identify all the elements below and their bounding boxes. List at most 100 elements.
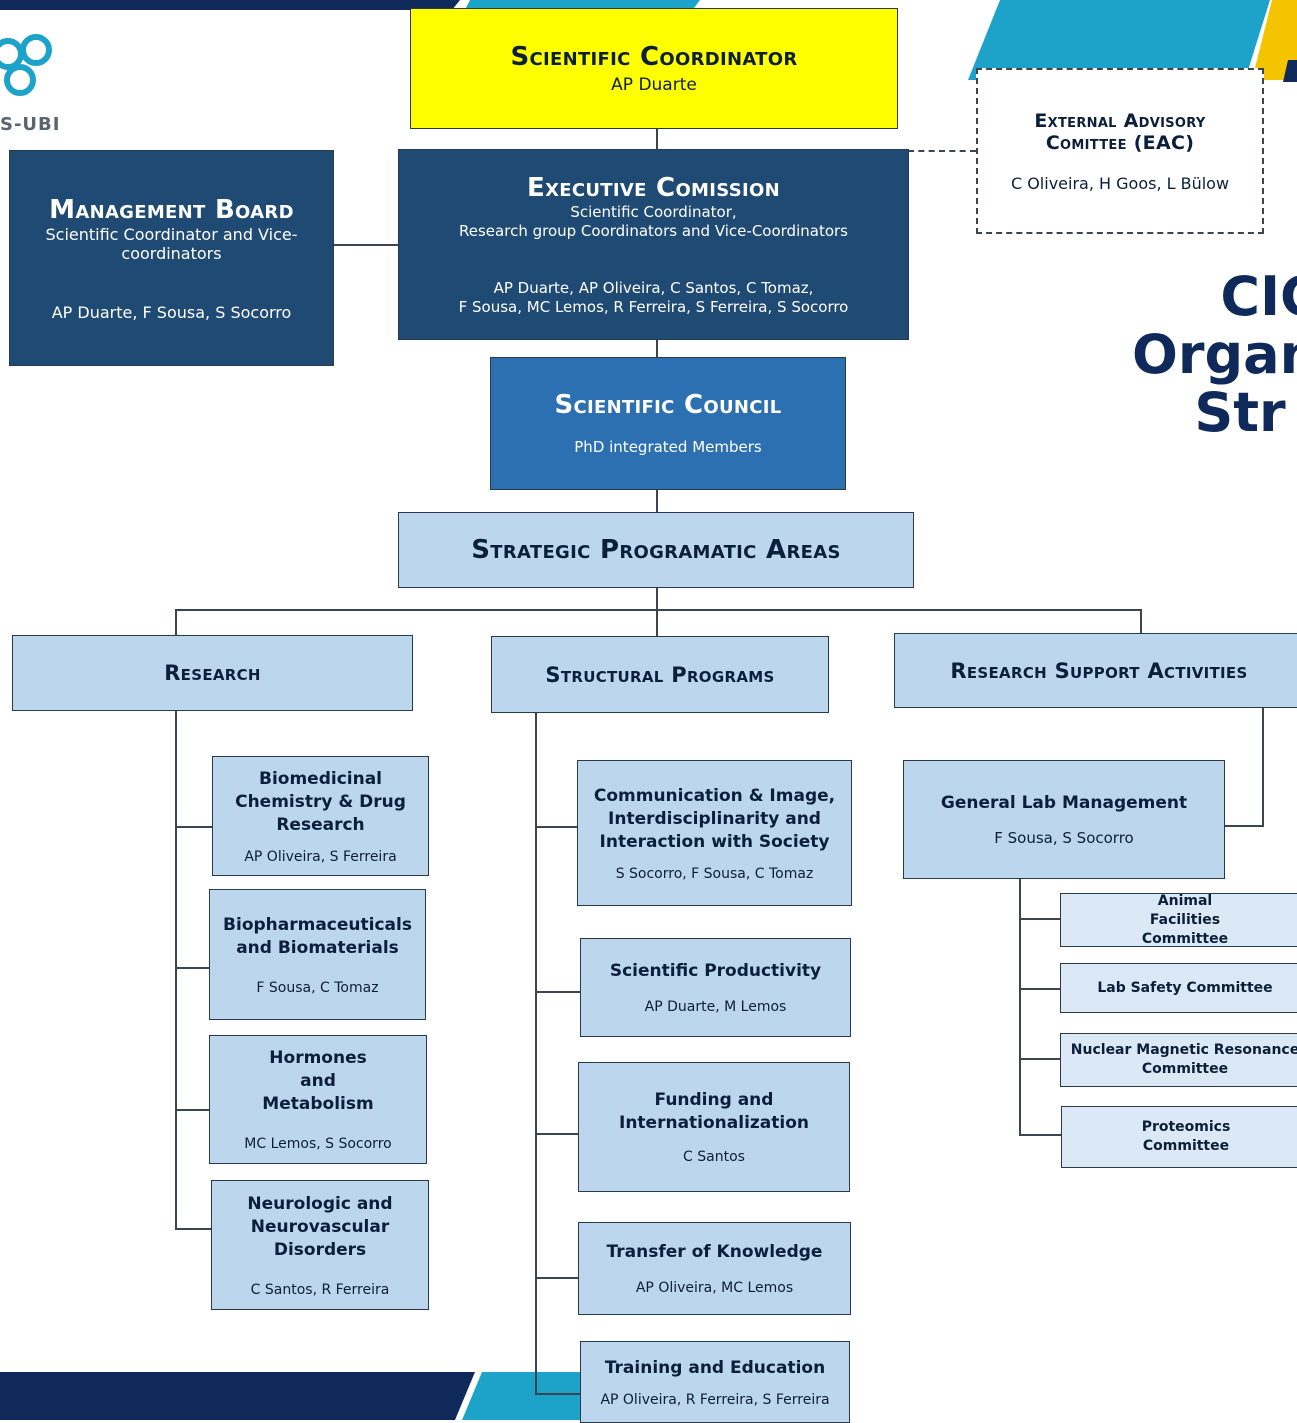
lab-management-members: F Sousa, S Socorro — [994, 828, 1134, 847]
executive-comission-members-1: AP Duarte, AP Oliveira, C Santos, C Toma… — [493, 278, 814, 297]
connector — [175, 826, 213, 828]
structural-programs-title: Structural Programs — [545, 662, 775, 687]
lab-management-name: General Lab Management — [940, 792, 1188, 813]
strategic-areas-title: Strategic Programatic Areas — [471, 535, 841, 565]
connector — [1019, 1058, 1061, 1060]
structural-program-box: Communication & Image, Interdisciplinari… — [577, 760, 852, 906]
connector — [1019, 918, 1061, 920]
connector — [535, 826, 578, 828]
connector — [535, 1277, 579, 1279]
research-group-box: Biopharmaceuticals and Biomaterials F So… — [209, 889, 426, 1020]
structural-program-name: Funding and Internationalization — [619, 1090, 810, 1133]
connector — [1140, 609, 1142, 634]
research-branch-box: Research — [12, 635, 413, 711]
executive-comission-box: Executive Comission Scientific Coordinat… — [398, 149, 909, 340]
connector — [656, 489, 658, 513]
dashed-connector — [908, 150, 976, 152]
committee-box: Animal Facilities Committee — [1060, 893, 1297, 947]
strategic-areas-box: Strategic Programatic Areas — [398, 512, 914, 588]
research-group-box: Biomedicinal Chemistry & Drug Research A… — [212, 756, 429, 876]
structural-program-name: Training and Education — [604, 1357, 826, 1378]
connector — [535, 991, 581, 993]
connector — [1262, 707, 1264, 827]
connector — [535, 1133, 579, 1135]
connector — [175, 1109, 210, 1111]
committee-name: Nuclear Magnetic Resonance Committee — [1070, 1042, 1297, 1077]
structural-program-members: S Socorro, F Sousa, C Tomaz — [615, 865, 814, 882]
structural-program-members: AP Duarte, M Lemos — [644, 999, 787, 1015]
connector — [535, 712, 537, 1395]
research-group-name: Hormones and Metabolism — [262, 1048, 374, 1114]
structural-program-name: Communication & Image, Interdisciplinari… — [593, 785, 836, 852]
connector — [656, 128, 658, 150]
research-group-members: AP Oliveira, S Ferreira — [244, 848, 397, 865]
connector — [1019, 878, 1021, 1135]
connector — [1019, 988, 1061, 990]
research-group-name: Neurologic and Neurovascular Disorders — [247, 1193, 393, 1260]
scientific-coordinator-box: Scientific Coordinator AP Duarte — [410, 8, 898, 129]
structural-program-name: Transfer of Knowledge — [606, 1242, 823, 1262]
research-group-box: Hormones and Metabolism MC Lemos, S Soco… — [209, 1035, 427, 1164]
connector — [1019, 1134, 1061, 1136]
research-group-members: F Sousa, C Tomaz — [256, 979, 379, 996]
scientific-coordinator-members: AP Duarte — [611, 75, 697, 95]
external-advisory-box: External Advisory Comittee (EAC) C Olive… — [976, 68, 1264, 234]
page-title-line-2: Organ — [1131, 323, 1297, 386]
structural-program-name: Scientific Productivity — [609, 961, 822, 981]
executive-comission-members-2: F Sousa, MC Lemos, R Ferreira, S Ferreir… — [458, 297, 849, 316]
committee-box: Proteomics Committee — [1061, 1106, 1297, 1168]
committee-box: Nuclear Magnetic Resonance Committee — [1060, 1033, 1297, 1087]
research-group-box: Neurologic and Neurovascular Disorders C… — [211, 1180, 429, 1310]
structural-program-members: C Santos — [683, 1149, 745, 1165]
connector — [1224, 825, 1264, 827]
scientific-council-desc: PhD integrated Members — [574, 438, 762, 456]
research-group-members: C Santos, R Ferreira — [250, 1281, 390, 1298]
connector — [175, 967, 210, 969]
committee-name: Animal Facilities Committee — [1141, 892, 1229, 947]
external-advisory-title-1: External Advisory — [1034, 109, 1206, 132]
committee-box: Lab Safety Committee — [1060, 963, 1297, 1013]
connector — [656, 339, 658, 357]
committee-name: Lab Safety Committee — [1097, 980, 1273, 996]
structural-program-box: Funding and Internationalization C Santo… — [578, 1062, 850, 1192]
executive-comission-desc-2: Research group Coordinators and Vice-Coo… — [459, 221, 848, 240]
management-board-desc: Scientific Coordinator and Vice-coordina… — [45, 224, 298, 263]
executive-comission-desc-1: Scientific Coordinator, — [570, 202, 737, 221]
connector — [333, 244, 399, 246]
page-title: CIC Organ Str — [1060, 268, 1297, 442]
page-title-line-1: CIC — [1220, 265, 1297, 328]
research-group-members: MC Lemos, S Socorro — [244, 1136, 392, 1152]
structural-program-members: AP Oliveira, R Ferreira, S Ferreira — [600, 1391, 830, 1408]
research-branch-title: Research — [164, 661, 261, 685]
research-support-title: Research Support Activities — [950, 658, 1248, 683]
research-group-name: Biopharmaceuticals and Biomaterials — [223, 914, 412, 958]
scientific-council-box: Scientific Council PhD integrated Member… — [490, 357, 846, 490]
structural-program-box: Training and Education AP Oliveira, R Fe… — [580, 1341, 850, 1423]
connector — [175, 609, 177, 636]
management-board-members: AP Duarte, F Sousa, S Socorro — [51, 302, 292, 322]
connector — [535, 1393, 581, 1395]
connector — [175, 609, 1142, 611]
structural-program-box: Scientific Productivity AP Duarte, M Lem… — [580, 938, 851, 1037]
logo-icon — [0, 34, 52, 96]
scientific-coordinator-title: Scientific Coordinator — [510, 42, 798, 72]
executive-comission-title: Executive Comission — [527, 172, 780, 203]
research-support-box: Research Support Activities — [894, 633, 1297, 708]
connector — [656, 587, 658, 637]
structural-programs-box: Structural Programs — [491, 636, 829, 713]
page-title-line-3: Str — [1194, 381, 1286, 444]
research-group-name: Biomedicinal Chemistry & Drug Research — [235, 768, 406, 835]
management-board-box: Management Board Scientific Coordinator … — [9, 150, 334, 366]
management-board-title: Management Board — [49, 194, 294, 225]
connector — [175, 710, 177, 1229]
connector — [175, 1228, 212, 1230]
external-advisory-title-2: Comittee (EAC) — [1045, 131, 1195, 154]
committee-name: Proteomics Committee — [1141, 1119, 1231, 1154]
structural-program-box: Transfer of Knowledge AP Oliveira, MC Le… — [578, 1222, 851, 1315]
lab-management-box: General Lab Management F Sousa, S Socorr… — [903, 760, 1225, 879]
structural-program-members: AP Oliveira, MC Lemos — [635, 1280, 794, 1296]
logo-text: S-UBI — [0, 114, 61, 135]
scientific-council-title: Scientific Council — [554, 390, 782, 420]
external-advisory-members: C Oliveira, H Goos, L Bülow — [1010, 173, 1230, 193]
